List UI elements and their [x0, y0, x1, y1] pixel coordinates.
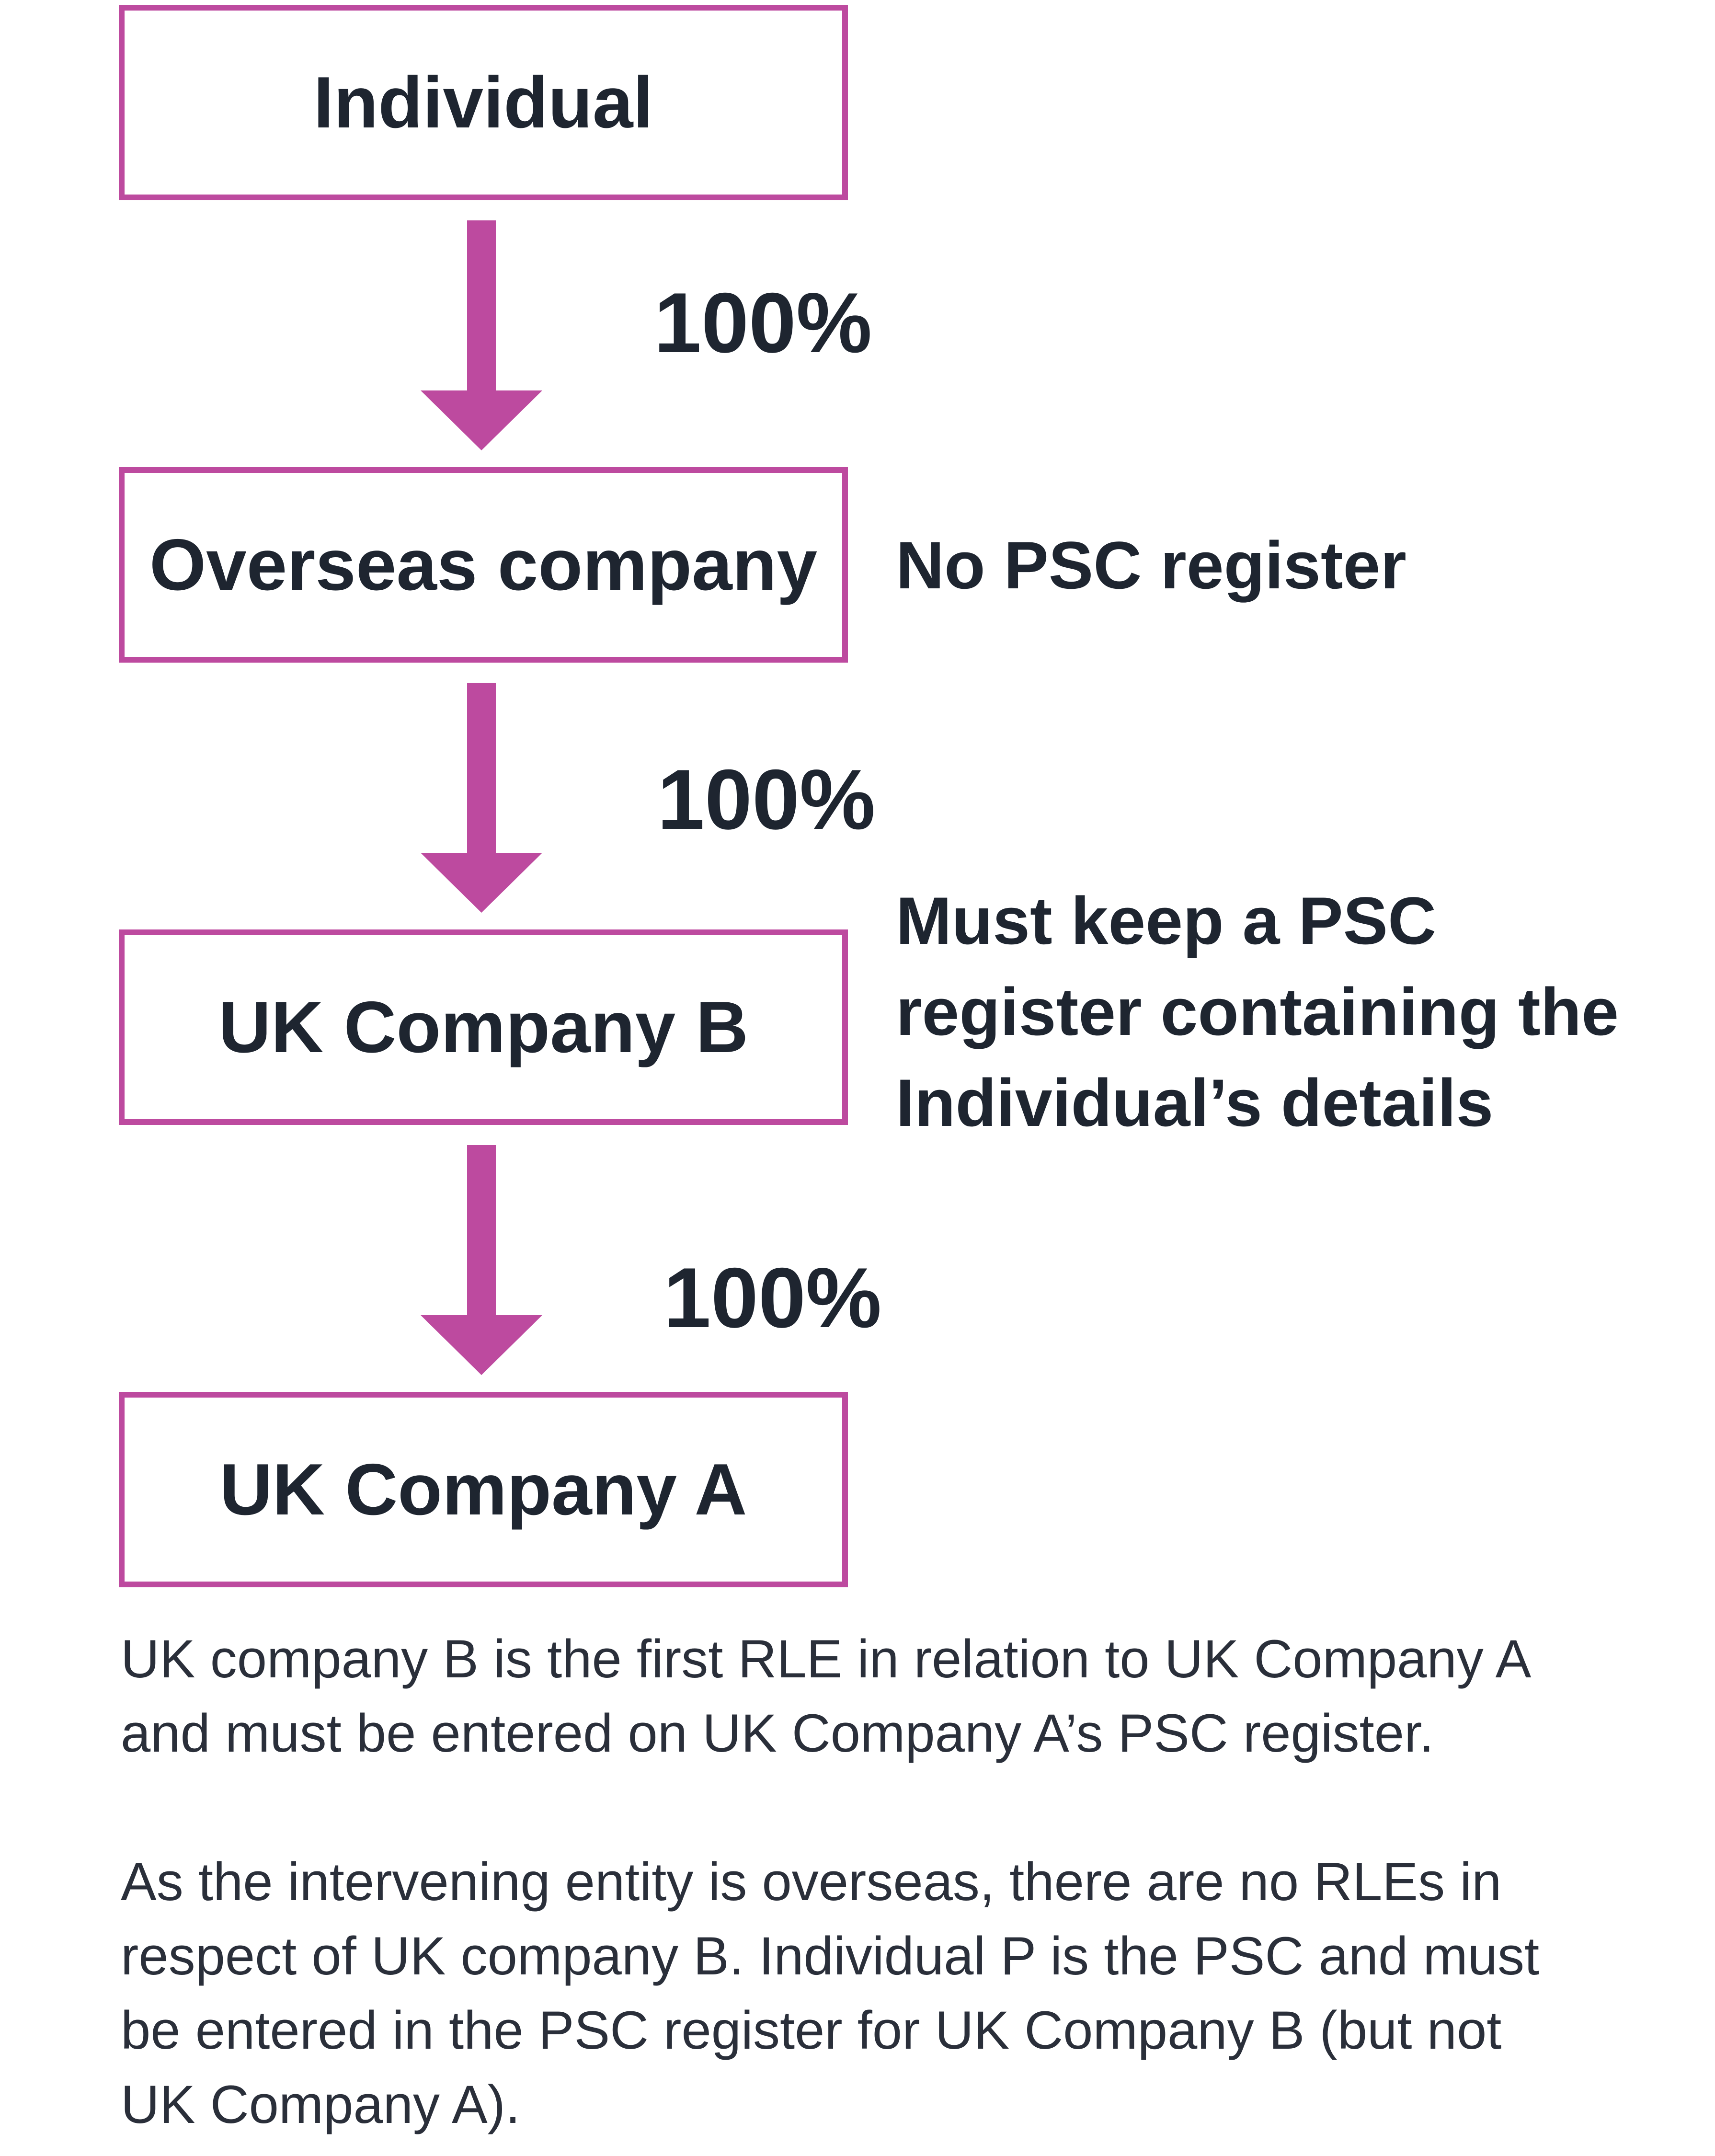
node-label: UK Company A [219, 1448, 747, 1530]
edge-label: 100% [663, 1250, 882, 1345]
down-arrow-icon [421, 683, 542, 913]
note-uk-company-b: Must keep a PSC register containing the … [896, 875, 1619, 1148]
explanation-paragraph-1: UK company B is the first RLE in relatio… [121, 1622, 1630, 1770]
explanation-paragraph-2: As the intervening entity is overseas, t… [121, 1845, 1630, 2142]
note-line: Individual’s details [896, 1065, 1494, 1140]
paragraph-line: and must be entered on UK Company A’s PS… [121, 1703, 1434, 1763]
paragraph-line: UK company B is the first RLE in relatio… [121, 1629, 1532, 1689]
node-uk-company-b: UK Company B [119, 929, 848, 1125]
node-overseas-company: Overseas company [119, 467, 848, 663]
paragraph-line: respect of UK company B. Individual P is… [121, 1926, 1540, 1986]
note-line: Must keep a PSC [896, 883, 1437, 958]
paragraph-line: As the intervening entity is overseas, t… [121, 1852, 1502, 1912]
edge-label: 100% [654, 275, 872, 370]
down-arrow-icon [421, 220, 542, 450]
note-line: No PSC register [896, 528, 1406, 603]
node-label: UK Company B [218, 986, 749, 1068]
node-uk-company-a: UK Company A [119, 1392, 848, 1587]
note-overseas-company: No PSC register [896, 520, 1406, 611]
note-line: register containing the [896, 974, 1619, 1049]
arrow-shape [421, 683, 542, 913]
node-label: Overseas company [149, 524, 818, 606]
node-label: Individual [313, 61, 653, 143]
paragraph-line: be entered in the PSC register for UK Co… [121, 2000, 1502, 2060]
edge-label: 100% [657, 752, 876, 847]
arrow-shape [421, 1145, 542, 1375]
down-arrow-icon [421, 1145, 542, 1375]
node-individual: Individual [119, 5, 848, 200]
paragraph-line: UK Company A). [121, 2075, 521, 2134]
arrow-shape [421, 220, 542, 450]
